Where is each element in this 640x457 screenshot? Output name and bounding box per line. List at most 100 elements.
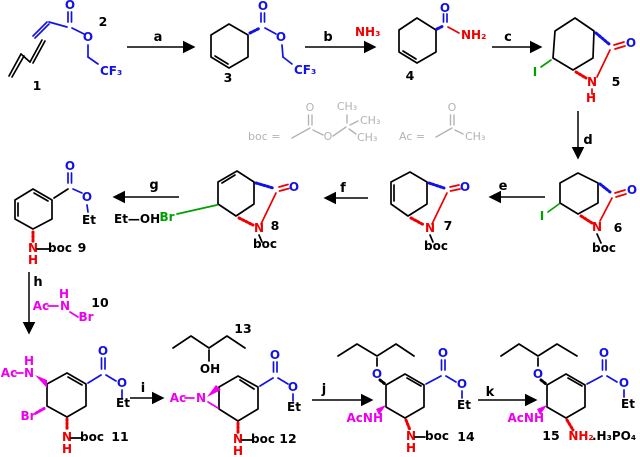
bond xyxy=(207,401,219,409)
h-label: H xyxy=(24,354,34,368)
bond xyxy=(277,377,289,385)
double-bond xyxy=(449,188,461,192)
step-arrow-f: f xyxy=(323,181,368,205)
hashed-wedge xyxy=(248,26,262,35)
ring xyxy=(559,172,599,215)
boc-label: boc xyxy=(80,430,104,444)
ester-o-label: O xyxy=(83,30,93,44)
ethyl-label: Et xyxy=(457,398,471,412)
solid-wedge xyxy=(537,405,547,415)
carbonyl-o-label: O xyxy=(440,1,450,15)
nh2-label: NH₂ xyxy=(461,28,486,42)
step-arrow-d: d xyxy=(571,111,593,160)
bromo-label: Br xyxy=(159,210,174,224)
bond xyxy=(8,53,22,77)
aziridine-n-label: N xyxy=(196,391,206,405)
nh2-label: NH₂ xyxy=(568,429,593,443)
bond xyxy=(596,49,611,78)
iodo-label: I xyxy=(540,209,544,223)
compound-5-iodolactam: I O N H 5 xyxy=(533,17,636,105)
bond xyxy=(445,375,457,383)
ester-o-label: O xyxy=(276,30,286,44)
compound-7: O N boc 7 xyxy=(390,171,470,253)
methyl-label: CH₃ xyxy=(357,131,377,144)
n-label: N xyxy=(587,75,597,89)
hashed-wedge xyxy=(254,181,275,190)
compound-10-number: 10 xyxy=(91,295,109,310)
bond xyxy=(87,374,102,384)
h-label: H xyxy=(233,444,243,457)
carbonyl-o-label: O xyxy=(98,344,108,358)
step-label-j: j xyxy=(321,382,326,397)
carbonyl-o-label: O xyxy=(258,0,268,13)
h-label: H xyxy=(586,91,596,105)
compound-13-number: 13 xyxy=(234,321,251,336)
bond xyxy=(258,234,263,243)
ester-o-label: O xyxy=(82,190,92,204)
carbonyl-o-label: O xyxy=(438,346,448,360)
step-label-k: k xyxy=(486,385,495,400)
solid-wedge xyxy=(376,405,386,415)
ring xyxy=(217,170,255,217)
bond xyxy=(291,127,311,139)
double-bond xyxy=(34,23,50,39)
n-label: N xyxy=(592,220,602,234)
compound-14-number: 14 xyxy=(457,429,475,444)
acnh-label: AcNH xyxy=(508,411,545,425)
step-label-b: b xyxy=(323,30,332,45)
h-label: H xyxy=(28,253,38,267)
double-bond xyxy=(567,377,583,387)
phosphate-salt-label: .H₃PO₄ xyxy=(592,429,636,443)
bond xyxy=(349,120,359,126)
n-label: N xyxy=(28,241,38,255)
pentyl-chain xyxy=(500,343,578,357)
compound-1-butadiene: 1 xyxy=(8,39,46,93)
n-label: N xyxy=(62,430,72,444)
double-bond xyxy=(614,45,626,50)
bond xyxy=(72,188,83,194)
bond xyxy=(29,39,43,63)
bond xyxy=(86,204,89,213)
step-label-g: g xyxy=(149,178,158,193)
ring xyxy=(46,372,87,418)
hashed-wedge xyxy=(237,216,255,227)
n-label: N xyxy=(233,432,243,446)
hashed-wedge xyxy=(404,418,412,432)
bond xyxy=(282,56,293,65)
step-arrow-b: b NH₃ xyxy=(305,25,380,54)
boc-label: boc xyxy=(425,429,449,443)
bond xyxy=(586,375,603,385)
step-arrow-h: h xyxy=(22,272,43,335)
compound-6: I O N boc 6 xyxy=(540,172,637,255)
iodo-label: I xyxy=(533,65,537,79)
boc-equals-label: boc = xyxy=(248,130,280,143)
carbonyl-o-label: O xyxy=(460,180,470,194)
compound-13-pentan-3-ol: OH 13 xyxy=(172,321,252,376)
n-label: N xyxy=(406,429,416,443)
double-bond xyxy=(32,40,46,64)
bond xyxy=(105,374,117,382)
ring xyxy=(210,23,249,69)
step-label-d: d xyxy=(583,133,592,148)
hashed-wedge xyxy=(378,378,387,386)
double-bond xyxy=(11,55,25,78)
compound-7-number: 7 xyxy=(444,218,453,233)
h-label: H xyxy=(62,442,72,456)
ac-label: Ac xyxy=(33,299,49,313)
step-arrow-a: a xyxy=(127,30,196,54)
boc-label: boc xyxy=(48,241,72,255)
compound-15-number: 15 xyxy=(542,428,559,443)
hashed-wedge xyxy=(598,182,612,194)
carbonyl-o-label: O xyxy=(65,159,75,173)
bromo-label: Br xyxy=(78,310,93,324)
ac-definition: Ac = O CH₃ xyxy=(399,101,485,143)
bond xyxy=(71,27,85,35)
bond xyxy=(53,188,69,199)
ethyl-label: Et xyxy=(621,397,635,411)
step-label-i: i xyxy=(141,381,145,396)
step-label-e: e xyxy=(499,179,508,194)
bond xyxy=(447,26,460,34)
ring xyxy=(546,373,586,419)
step-arrow-k: k xyxy=(478,385,538,407)
